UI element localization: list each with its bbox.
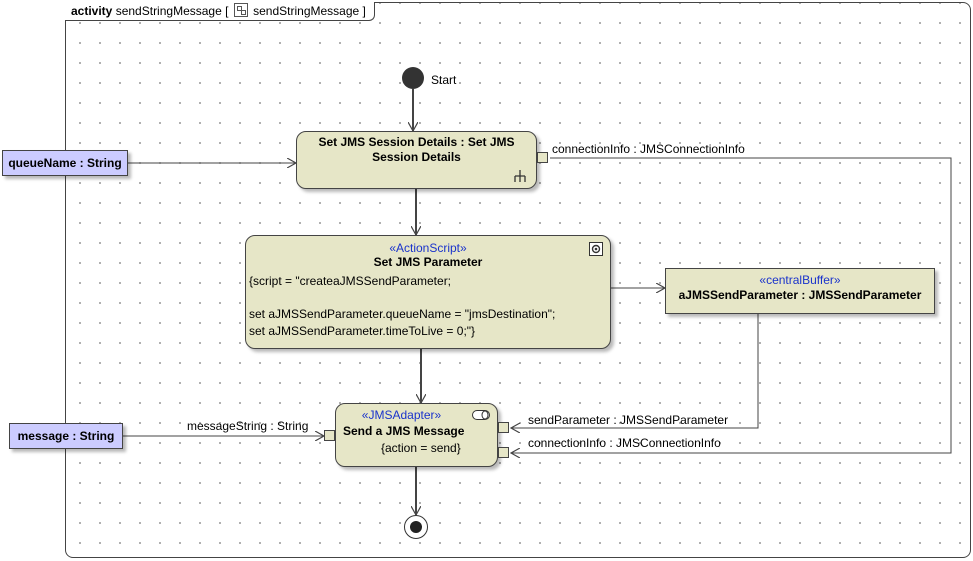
input-pin-sendparameter[interactable] [498, 422, 509, 433]
flow-buffer-to-sendparam [511, 314, 759, 428]
action-stereotype: «ActionScript» [389, 241, 467, 255]
pin-label-messagestring: messageString : String [187, 419, 309, 433]
buffer-stereotype: «centralBuffer» [759, 273, 841, 287]
frame-header: activity sendStringMessage [ sendStringM… [65, 2, 375, 21]
parameter-label: queueName : String [8, 156, 122, 170]
action-set-jms-parameter[interactable]: «ActionScript» Set JMS Parameter {script… [245, 235, 611, 349]
pin-label-sendparameter: sendParameter : JMSSendParameter [528, 413, 729, 427]
pin-label-connectioninfo-in: connectionInfo : JMSConnectionInfo [528, 436, 721, 450]
script-icon [589, 242, 603, 256]
parameter-label: message : String [17, 429, 115, 443]
frame-name: sendStringMessage [ [115, 4, 229, 18]
central-buffer-ajmssendparameter[interactable]: «centralBuffer» aJMSSendParameter : JMSS… [665, 268, 935, 314]
flow-conninfo [511, 157, 952, 453]
action-script: {script = "createaJMSSendParameter; set … [246, 270, 610, 339]
action-stereotype: «JMSAdapter» [361, 408, 442, 422]
action-title: Send a JMS Message [343, 424, 465, 438]
frame-name-suffix: sendStringMessage ] [253, 4, 366, 18]
initial-node[interactable] [402, 67, 424, 89]
buffer-title: aJMSSendParameter : JMSSendParameter [678, 288, 922, 302]
parameter-message[interactable]: message : String [9, 423, 123, 449]
action-title: Set JMS Session Details : Set JMS Sessio… [318, 135, 515, 164]
script-line: {script = "createaJMSSendParameter; [249, 274, 452, 288]
adapter-icon [472, 410, 490, 420]
frame-kind: activity [71, 4, 113, 18]
action-constraint: {action = send} [381, 441, 461, 455]
action-set-jms-session-details[interactable]: Set JMS Session Details : Set JMS Sessio… [296, 131, 537, 189]
output-pin-connectioninfo[interactable] [537, 152, 548, 163]
pin-label-connectioninfo-out: connectionInfo : JMSConnectionInfo [552, 142, 745, 156]
action-send-jms-message[interactable]: «JMSAdapter» Send a JMS Message {action … [335, 403, 498, 467]
script-line: set aJMSSendParameter.timeToLive = 0;"} [249, 323, 476, 338]
action-title: Set JMS Parameter [373, 255, 483, 269]
parameter-queuename[interactable]: queueName : String [2, 150, 128, 176]
start-label: Start [431, 73, 457, 87]
script-line: set aJMSSendParameter.queueName = "jmsDe… [249, 307, 556, 321]
input-pin-messagestring[interactable] [324, 430, 335, 441]
input-pin-connectioninfo[interactable] [498, 447, 509, 458]
activity-icon [233, 3, 248, 17]
rake-icon [514, 170, 526, 182]
activity-final-node[interactable] [404, 515, 428, 539]
